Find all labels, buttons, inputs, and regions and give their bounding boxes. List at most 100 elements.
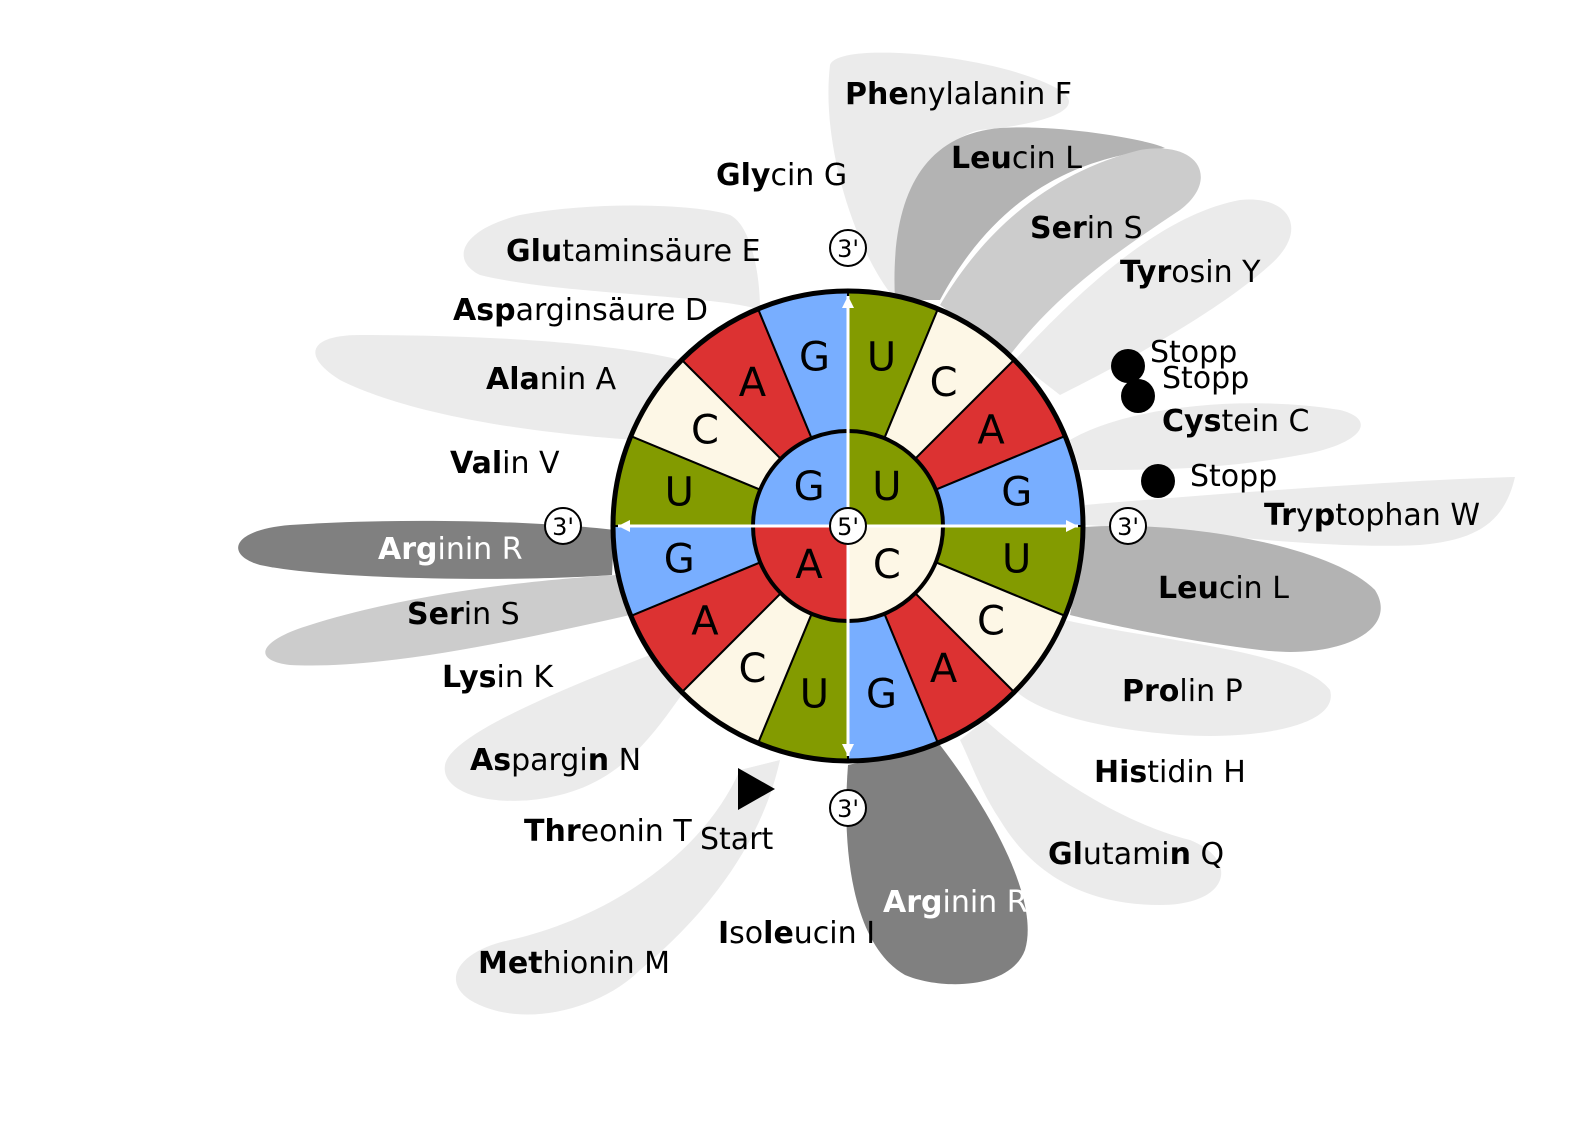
amino-acid-rest-part: taminsäure E [562,234,760,269]
amino-acid-bold-part: Gl [1048,837,1083,872]
stop-start-markers: Stopp Stopp Stopp Start [700,335,1277,857]
amino-acid-label-ile: Isoleucin I [718,916,875,951]
amino-acid-rest-part: osin Y [1171,255,1261,290]
wheel-outer-border [610,288,1086,764]
amino-acid-bold-part: Thr [524,814,581,849]
amino-acid-bold-part: Ser [1030,211,1087,246]
arrow-head-icon [842,744,854,756]
amino-acid-rest-part: Q [1191,837,1224,872]
amino-acid-bold-part: Met [478,946,543,981]
petal-arg-bottom [846,745,1028,985]
amino-acid-rest-part: N [609,743,641,778]
inner-base-label: A [795,542,823,588]
amino-acid-bold-part: Ser [407,597,464,632]
end-badge-1 [1109,507,1147,545]
amino-acid-label-trp: Tryptophan W [1264,498,1480,533]
amino-acid-bold-part: Glu [506,234,562,269]
amino-acid-bold-part: Asp [453,293,516,328]
amino-acid-label-arg-left: Arginin R [378,532,523,567]
petal-ser-top [940,148,1201,355]
petal-leu-top [894,127,1165,301]
amino-acid-rest-part: inin R [943,885,1028,920]
amino-acid-bold-part: As [470,743,511,778]
amino-acid-rest-part: lin P [1179,674,1242,709]
petal-val-ala [315,335,680,440]
amino-acid-rest-part: nylalanin F [909,77,1072,112]
amino-acid-label-glu: Glutaminsäure E [506,234,761,269]
petal-ser-left [265,575,630,666]
amino-acid-rest-part: in S [1087,211,1143,246]
amino-acid-rest-part: tein C [1221,404,1309,439]
petal-leu-right [1070,525,1381,652]
amino-acid-bold2-part: n [1170,837,1191,872]
amino-acid-bold-part: Arg [378,532,438,567]
stop-dot-1 [1111,349,1145,383]
amino-acid-label-lys: Lysin K [442,660,554,695]
petal-met-thr [455,760,780,1015]
amino-acid-bold2-part: p [1314,498,1335,533]
amino-acid-rest-part: cin L [1012,141,1082,176]
amino-acid-bold-part: Ala [486,362,540,397]
petal-phe [828,52,1069,301]
middle-base-label: A [977,407,1005,453]
middle-base-label: A [691,599,719,645]
amino-acid-rest-part: in S [464,597,520,632]
amino-acid-rest-part: in K [497,660,555,695]
amino-acid-rest-part: hionin M [543,946,671,981]
amino-acid-label-asn: Aspargin N [470,743,641,778]
amino-acid-mid-part: y [1296,498,1314,533]
middle-base-label: U [1002,537,1031,583]
amino-acid-bold2-part: n [588,743,609,778]
amino-acid-label-val: Valin V [450,446,560,481]
petal-cys [1070,403,1361,470]
stop-label-2: Stopp [1162,361,1249,396]
end-badge-3 [544,507,582,545]
arrow-head-icon [842,296,854,308]
amino-acid-rest-part: cin G [770,158,847,193]
amino-acid-label-gly: Glycin G [716,158,847,193]
amino-acid-label-ser-top: Serin S [1030,211,1143,246]
amino-acid-label-arg-bottom: Arginin R [883,885,1028,920]
amino-acid-bold-part: Pro [1122,674,1179,709]
amino-acid-bold-part: Tr [1264,498,1296,533]
amino-acid-rest-part: ucin I [794,916,875,951]
end-badge-label: 3' [1117,513,1139,541]
amino-acid-label-met: Methionin M [478,946,670,981]
amino-acid-label-his: Histidin H [1094,755,1246,790]
petal-asp-glu [463,205,760,310]
middle-base-label: C [691,407,719,453]
end-badge-label: 3' [552,513,574,541]
stop-label-1: Stopp [1150,335,1237,370]
amino-acid-rest-part: inin R [438,532,523,567]
end-badge-0 [829,229,867,267]
middle-base-label: G [664,537,695,583]
inner-base-label: G [794,464,825,510]
stop-dot-2 [1121,379,1155,413]
amino-acid-mid-part: utami [1083,837,1170,872]
middle-base-label: G [799,334,830,380]
amino-acid-label-gln: Glutamin Q [1048,837,1224,872]
petal-his-gln [960,720,1222,905]
amino-acid-bold-part: Phe [845,77,909,112]
end-badge-label: 3' [837,235,859,263]
amino-acid-label-ser-left: Serin S [407,597,520,632]
amino-acid-label-thr: Threonin T [524,814,692,849]
amino-acid-bold-part: Val [450,446,502,481]
end-badge-label: 3' [837,795,859,823]
amino-acid-label-asp: Asparginsäure D [453,293,708,328]
stop-label-3: Stopp [1190,459,1277,494]
start-triangle-icon [738,768,775,810]
amino-acid-bold-part: Gly [716,158,771,193]
middle-base-label: G [866,672,897,718]
middle-base-label: C [977,599,1005,645]
center-badge-label: 5' [837,513,859,541]
middle-base-label: U [800,672,829,718]
amino-acid-petals [238,52,1515,1015]
amino-acid-label-ala: Alanin A [486,362,617,397]
amino-acid-label-cys: Cystein C [1162,404,1310,439]
middle-base-label: U [867,334,896,380]
amino-acid-bold-part: Arg [883,885,943,920]
end-badge-2 [829,789,867,827]
